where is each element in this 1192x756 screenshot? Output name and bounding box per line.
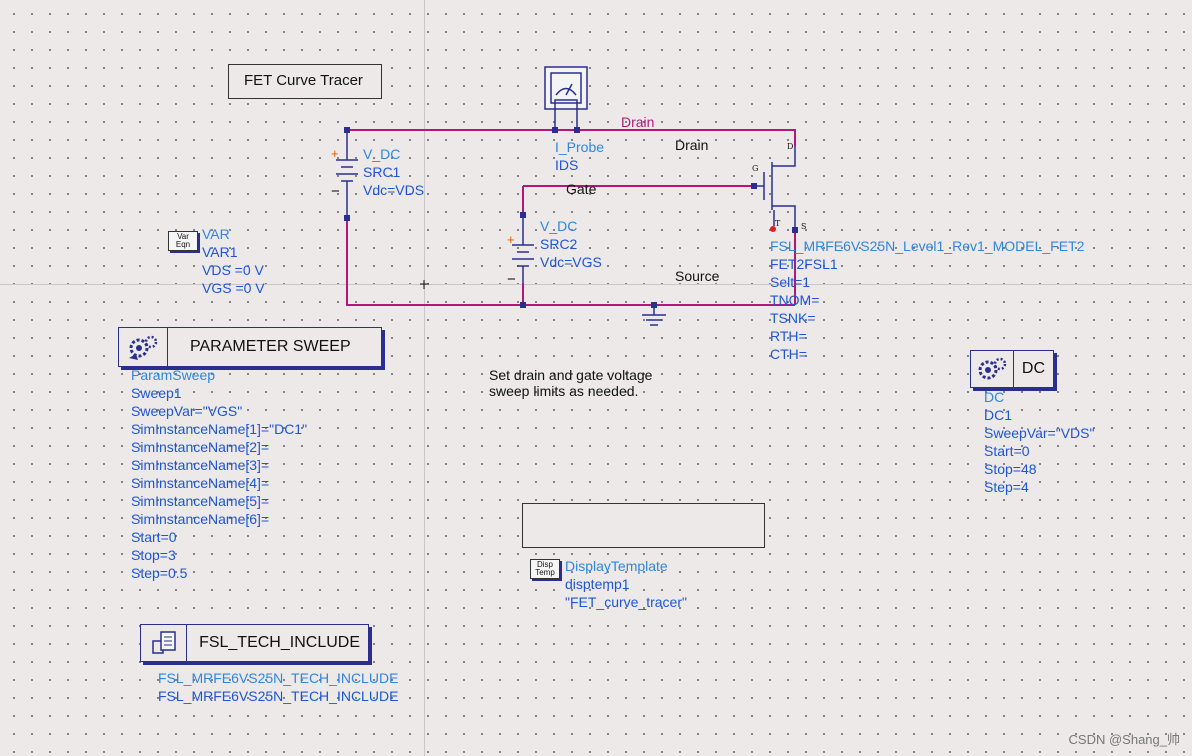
disp-line: "FET_curve_tracer" [565, 594, 687, 610]
sweep-type: ParamSweep [131, 367, 216, 383]
drain-wire [347, 129, 796, 146]
fet-pin-s: S [801, 222, 807, 231]
parameter-sweep-component[interactable]: PARAMETER SWEEP [118, 327, 382, 367]
dc-line: Step=4 [984, 479, 1029, 495]
var-type: VAR [202, 226, 230, 242]
src1-param: Vdc=VDS [363, 182, 425, 198]
i-probe-symbol [544, 66, 588, 133]
sweep-line: SweepVar="VGS" [131, 403, 243, 419]
dc-line: DC1 [984, 407, 1013, 423]
note-line-2: sweep limits as needed. [489, 383, 639, 399]
dc-line: Start=0 [984, 443, 1030, 459]
fet-pin-d: D [787, 142, 794, 151]
document-icon [141, 625, 188, 661]
src1-bottom-wire [346, 218, 795, 306]
fet-instance: FET2FSL1 [770, 256, 838, 272]
disp-line: disptemp1 [565, 576, 630, 592]
var-line: VDS =0 V [202, 262, 264, 278]
gate-label: Gate [566, 181, 597, 197]
tech-type: FSL_MRFE6VS25N_TECH_INCLUDE [158, 670, 399, 686]
fet-pin-g: G [752, 164, 759, 173]
dc-type: DC [984, 389, 1005, 405]
svg-text:−: − [331, 183, 340, 200]
fet-param: RTH= [770, 328, 807, 344]
dc-line: SweepVar="VDS" [984, 425, 1095, 441]
sweep-line: Sweep1 [131, 385, 182, 401]
fet-pin-t: T [775, 219, 781, 228]
title-text: FET Curve Tracer [244, 72, 363, 89]
src2-name: SRC2 [540, 236, 578, 252]
svg-text:+: + [507, 232, 515, 247]
sweep-line: SimInstanceName[4]= [131, 475, 270, 491]
probe-name: IDS [555, 157, 579, 173]
fet-param: Selt=1 [770, 274, 811, 290]
dc-line: Stop=48 [984, 461, 1037, 477]
sweep-line: SimInstanceName[6]= [131, 511, 270, 527]
src2-param: Vdc=VGS [540, 254, 602, 270]
tech-include-component[interactable]: FSL_TECH_INCLUDE [140, 624, 369, 662]
disp-type: DisplayTemplate [565, 558, 668, 574]
sweep-line: Stop=3 [131, 547, 176, 563]
drain-wire-label: Drain [621, 114, 655, 130]
fet-symbol [755, 146, 796, 230]
display-template-box[interactable] [522, 503, 765, 548]
parameter-sweep-label: PARAMETER SWEEP [190, 338, 351, 355]
dc-simulation-component[interactable]: DC [970, 350, 1054, 388]
dc-gears-icon [971, 351, 1014, 387]
fet-param: CTH= [770, 346, 807, 362]
drain-label: Drain [675, 137, 709, 153]
src1-type: V_DC [363, 146, 401, 162]
src2-symbol [512, 215, 534, 283]
svg-text:+: + [331, 146, 339, 161]
note-line-1: Set drain and gate voltage [489, 367, 653, 383]
var-line: VGS =0 V [202, 280, 265, 296]
src1-symbol [336, 130, 358, 218]
fet-model[interactable]: FSL_MRFE6VS25N_Level1_Rev1_MODEL_FET2 [770, 238, 1085, 254]
fet-param: TNOM= [770, 292, 820, 308]
sweep-gears-icon [119, 328, 168, 366]
tech-name: FSL_MRFE6VS25N_TECH_INCLUDE [158, 688, 399, 704]
tech-include-label: FSL_TECH_INCLUDE [199, 634, 360, 651]
watermark: CSDN @Shang_帅 [1068, 732, 1180, 747]
var-icon-top: Var [177, 232, 189, 241]
src2-type: V_DC [540, 218, 578, 234]
canvas-axis-vertical [424, 0, 425, 756]
canvas-axis-horizontal [0, 284, 1192, 285]
dc-label: DC [1021, 360, 1045, 377]
svg-text:−: − [507, 271, 516, 288]
sweep-line: Step=0.5 [131, 565, 188, 581]
disp-icon-bottom: Temp [535, 568, 555, 577]
disp-icon-top: Disp [536, 560, 553, 569]
source-label: Source [675, 268, 720, 284]
fet-param: TSNK= [770, 310, 816, 326]
sweep-line: SimInstanceName[5]= [131, 493, 270, 509]
sweep-line: SimInstanceName[1]="DC1" [131, 421, 308, 437]
disp-temp-icon[interactable]: Disp Temp [530, 559, 560, 579]
sweep-line: SimInstanceName[3]= [131, 457, 270, 473]
sweep-line: SimInstanceName[2]= [131, 439, 270, 455]
probe-type: I_Probe [555, 139, 605, 155]
var-eqn-icon[interactable]: Var Eqn [168, 231, 198, 251]
sweep-line: Start=0 [131, 529, 177, 545]
var-name: VAR1 [202, 244, 238, 260]
var-icon-bottom: Eqn [175, 240, 191, 249]
cursor-crosshair [420, 280, 429, 289]
title-box[interactable]: FET Curve Tracer [228, 64, 382, 99]
src1-name: SRC1 [363, 164, 401, 180]
